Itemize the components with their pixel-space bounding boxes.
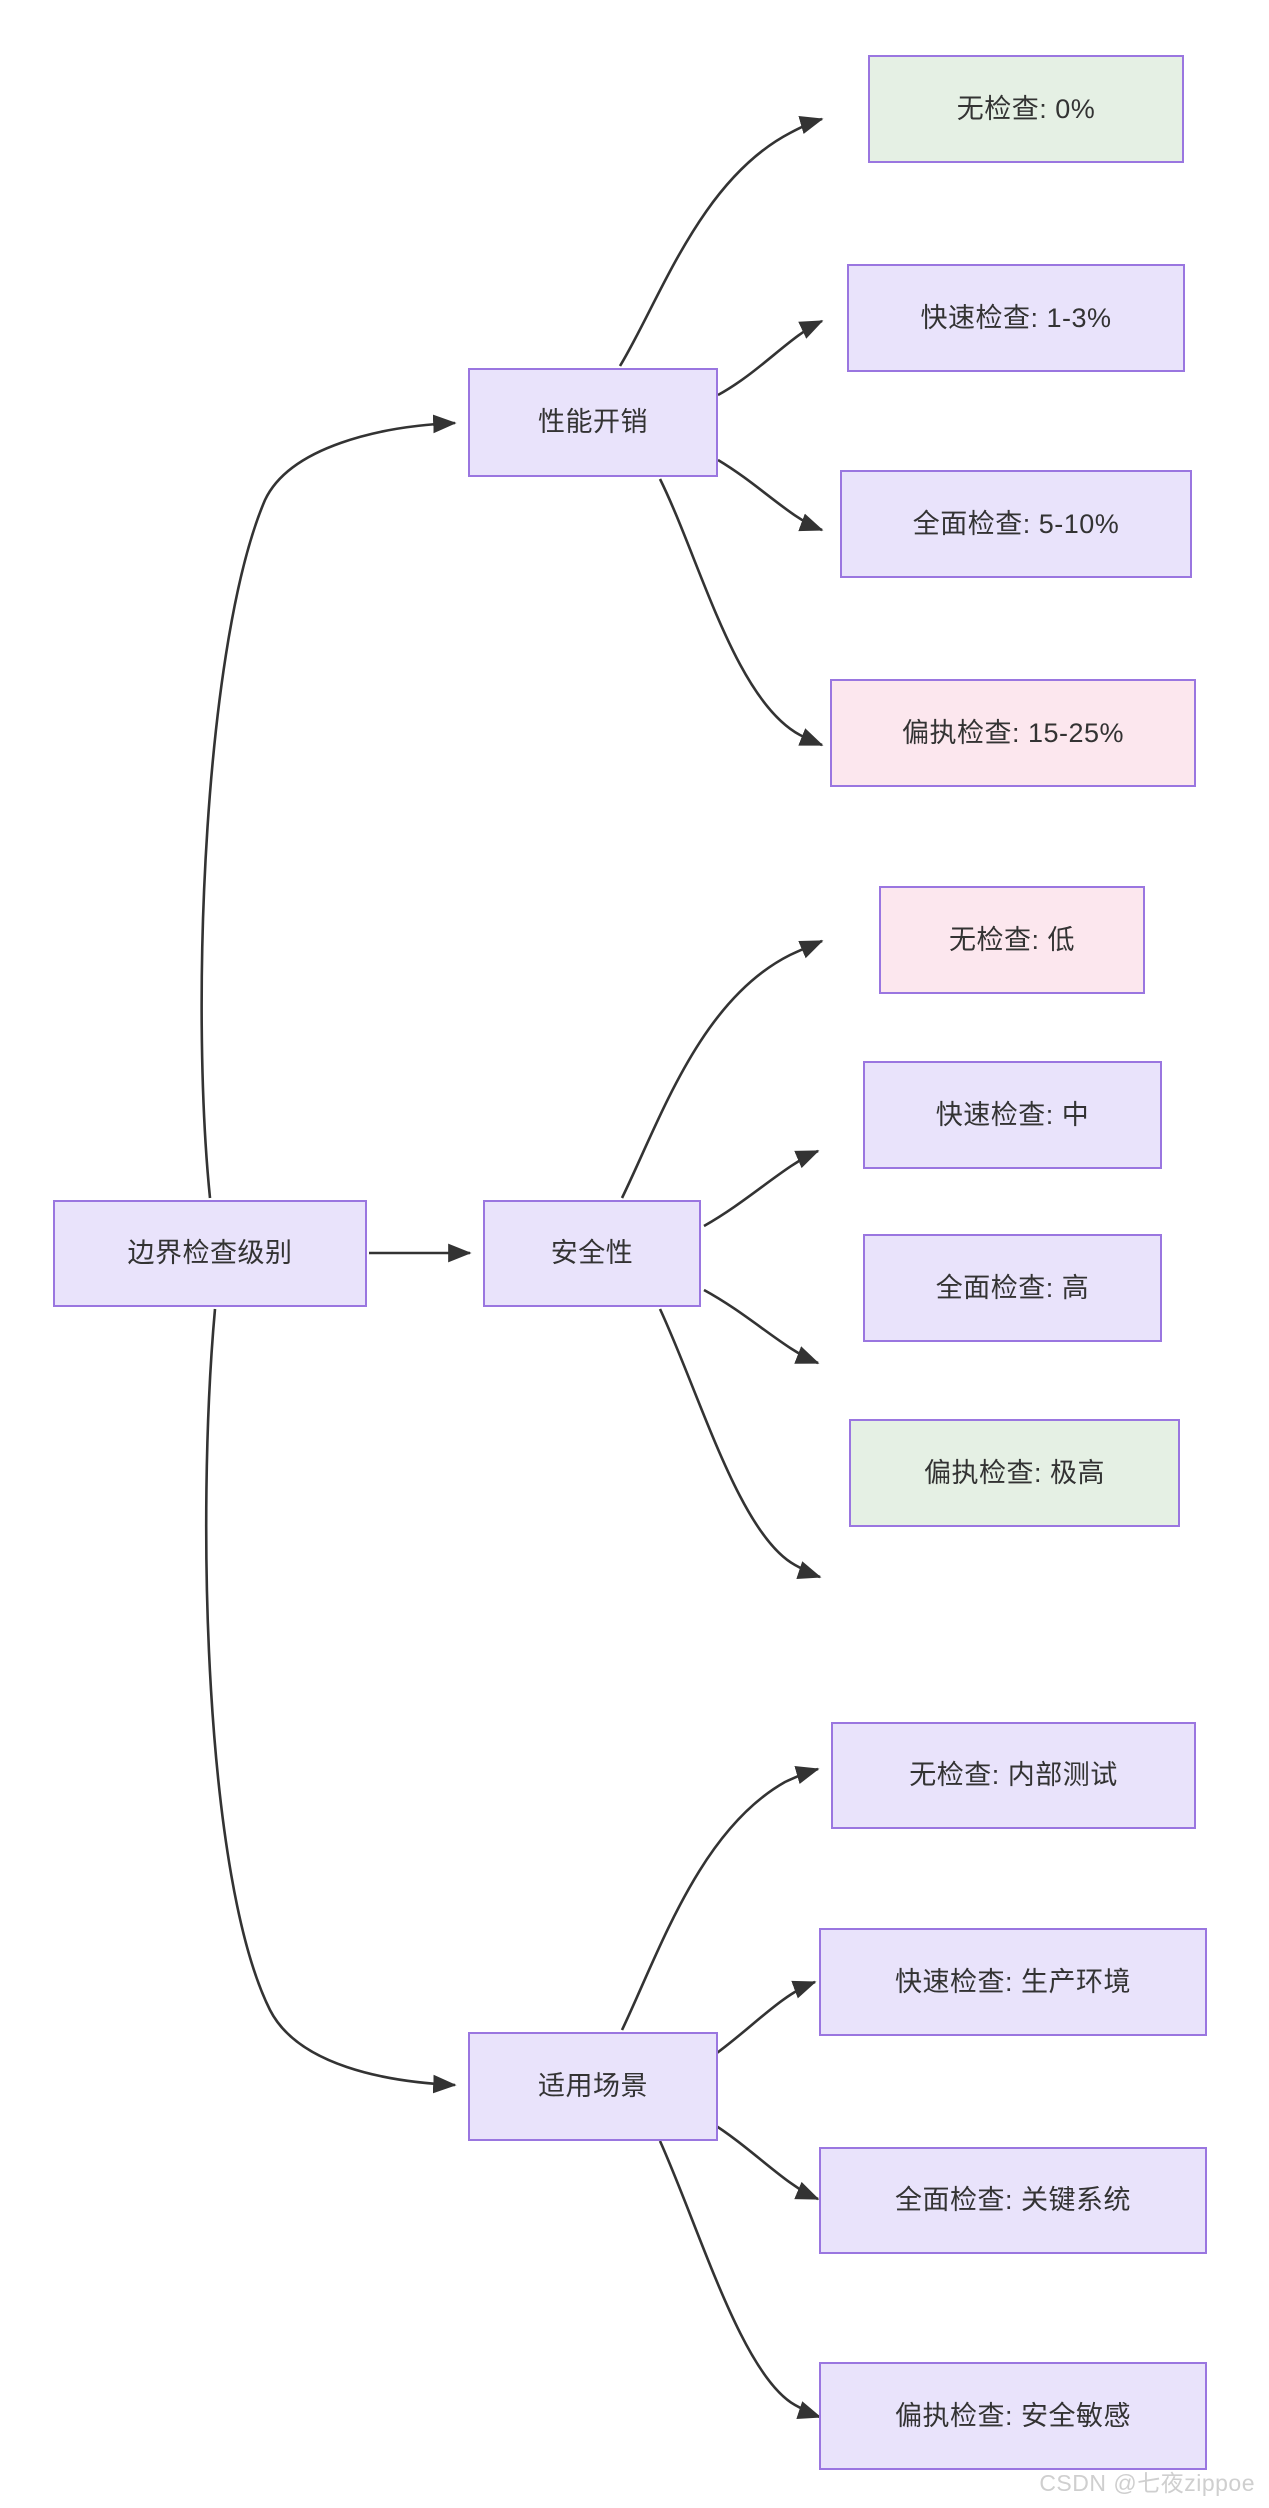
csdn-watermark: CSDN @七夜zippoe: [1039, 2470, 1255, 2496]
edge-sec-to-none: [620, 939, 824, 1199]
edge-perf-to-full: [717, 458, 824, 532]
node-branch-perf-label: 性能开销: [538, 407, 648, 438]
node-branch-security[interactable]: 安全性: [483, 1200, 701, 1307]
edge-scn-to-none: [620, 1766, 820, 2031]
edge-perf-to-none: [618, 116, 824, 367]
edge-root-to-scenario: [204, 1308, 457, 2094]
node-leaf-perf-none[interactable]: 无检查: 0%: [868, 55, 1184, 163]
node-leaf-sec-none[interactable]: 无检查: 低: [879, 886, 1145, 994]
edge-root-to-perf: [200, 414, 457, 1199]
edge-sec-to-full: [703, 1288, 820, 1365]
edge-scn-to-full: [709, 2120, 820, 2201]
node-leaf-scn-none-label: 无检查: 内部测试: [909, 1760, 1118, 1791]
node-leaf-perf-paranoid-label: 偏执检查: 15-25%: [901, 717, 1125, 748]
node-leaf-perf-full[interactable]: 全面检查: 5-10%: [840, 470, 1192, 578]
edge-sec-to-fast: [703, 1149, 820, 1228]
node-branch-scenario[interactable]: 适用场景: [468, 2032, 718, 2141]
node-leaf-perf-fast-label: 快速检查: 1-3%: [920, 302, 1112, 333]
edge-scn-to-paranoid: [658, 2140, 822, 2419]
edge-perf-to-fast: [717, 319, 824, 397]
node-leaf-sec-paranoid[interactable]: 偏执检查: 极高: [849, 1419, 1180, 1527]
node-leaf-perf-none-label: 无检查: 0%: [956, 93, 1096, 124]
node-leaf-scn-full[interactable]: 全面检查: 关键系统: [819, 2147, 1207, 2254]
node-leaf-scn-full-label: 全面检查: 关键系统: [894, 2185, 1131, 2216]
edge-scn-to-fast: [709, 1980, 817, 2060]
node-root-label: 边界检查级别: [127, 1238, 293, 1269]
node-leaf-sec-fast-label: 快速检查: 中: [935, 1099, 1090, 1130]
node-leaf-perf-paranoid[interactable]: 偏执检查: 15-25%: [830, 679, 1196, 787]
node-leaf-sec-fast[interactable]: 快速检查: 中: [863, 1061, 1162, 1169]
node-branch-security-label: 安全性: [550, 1238, 634, 1269]
node-leaf-sec-full-label: 全面检查: 高: [935, 1272, 1090, 1303]
edge-sec-to-paranoid: [658, 1308, 822, 1579]
node-leaf-scn-fast-label: 快速检查: 生产环境: [894, 1966, 1131, 1997]
node-leaf-scn-paranoid[interactable]: 偏执检查: 安全敏感: [819, 2362, 1207, 2470]
node-leaf-perf-fast[interactable]: 快速检查: 1-3%: [847, 264, 1185, 372]
node-leaf-sec-full[interactable]: 全面检查: 高: [863, 1234, 1162, 1342]
node-leaf-scn-paranoid-label: 偏执检查: 安全敏感: [894, 2400, 1131, 2431]
node-leaf-scn-fast[interactable]: 快速检查: 生产环境: [819, 1928, 1207, 2036]
node-leaf-sec-none-label: 无检查: 低: [948, 924, 1075, 955]
node-leaf-sec-paranoid-label: 偏执检查: 极高: [923, 1457, 1105, 1488]
node-root[interactable]: 边界检查级别: [53, 1200, 367, 1307]
node-leaf-scn-none[interactable]: 无检查: 内部测试: [831, 1722, 1196, 1829]
node-leaf-perf-full-label: 全面检查: 5-10%: [912, 508, 1120, 539]
node-branch-perf[interactable]: 性能开销: [468, 368, 718, 477]
node-branch-scenario-label: 适用场景: [538, 2071, 648, 2102]
edge-perf-to-paranoid: [658, 478, 824, 747]
